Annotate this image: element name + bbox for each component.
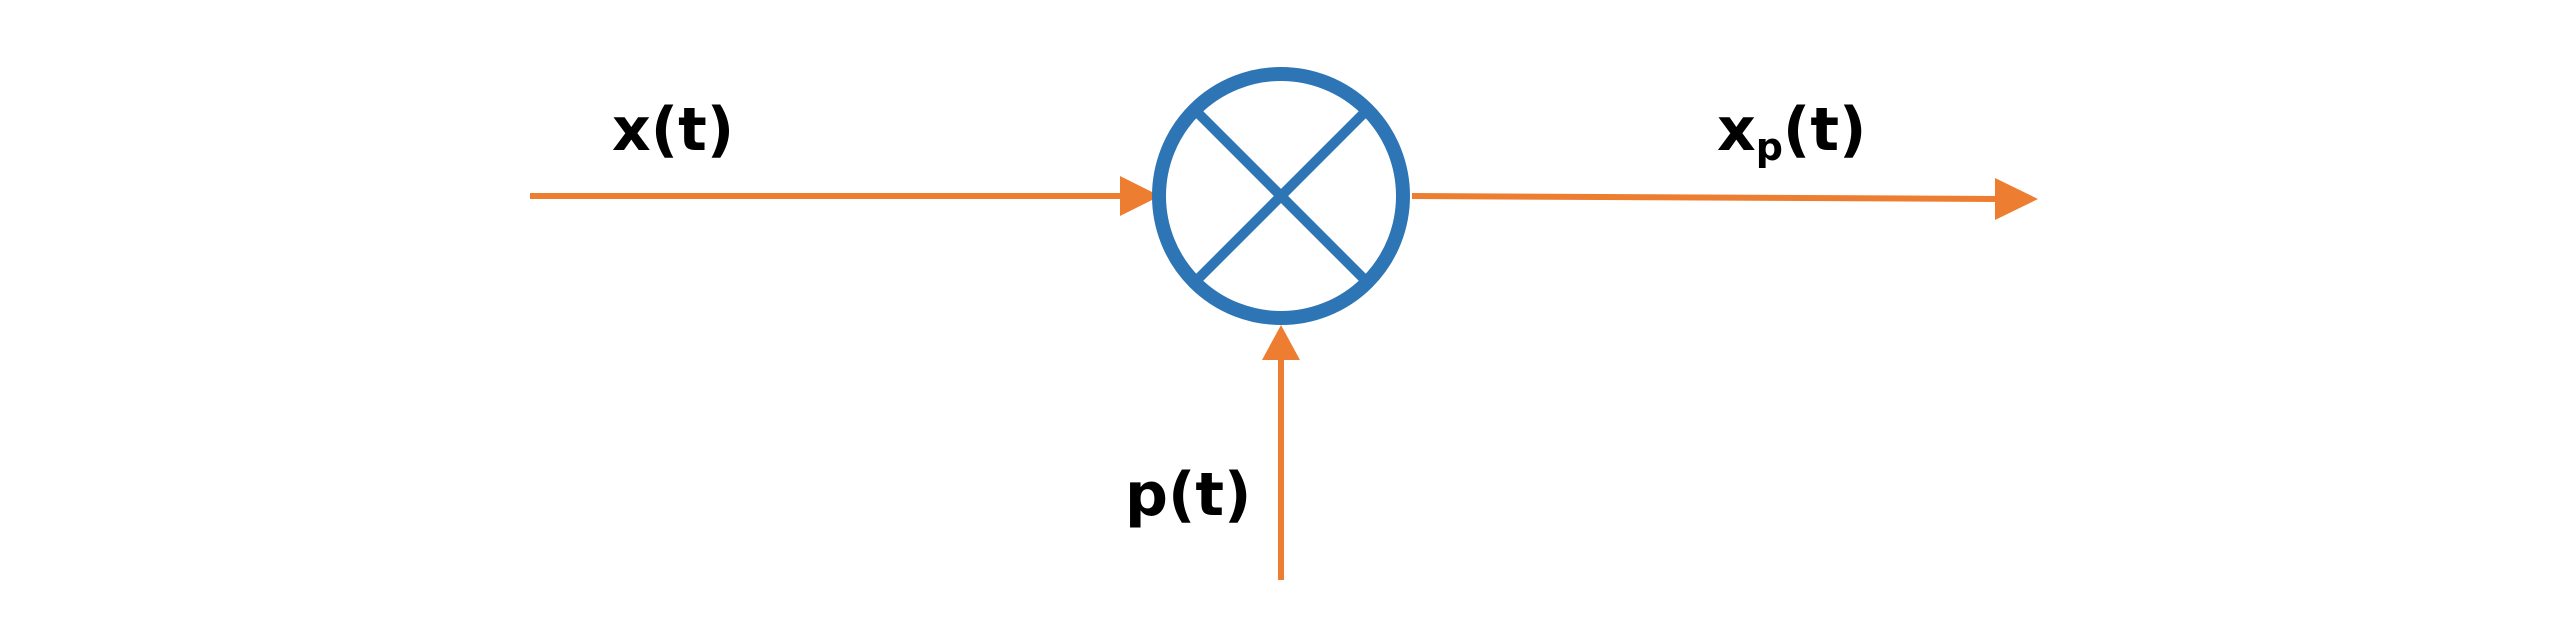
output-signal-subscript: p [1756, 125, 1783, 169]
output-signal-label: xp(t) [1717, 95, 1866, 169]
carrier-signal-name: p [1125, 460, 1168, 530]
output-signal-name: x [1717, 95, 1756, 165]
carrier-arrow [1262, 325, 1300, 580]
input-arrow [530, 176, 1160, 216]
carrier-signal-arg: (t) [1168, 460, 1252, 530]
output-signal-arg: (t) [1783, 95, 1867, 165]
input-arrowhead [1120, 176, 1160, 216]
output-arrowhead [1995, 178, 2038, 220]
input-signal-label: x(t) [612, 95, 734, 165]
output-arrow [1411, 178, 2038, 220]
input-signal-arg: (t) [651, 95, 735, 165]
output-arrow-shaft [1411, 193, 2001, 202]
input-signal-name: x [612, 95, 651, 165]
multiplier-circle-x-icon [1152, 67, 1410, 325]
carrier-signal-label: p(t) [1125, 460, 1251, 530]
carrier-arrowhead [1262, 325, 1300, 360]
multiplier-cross-line-2 [1191, 106, 1371, 286]
